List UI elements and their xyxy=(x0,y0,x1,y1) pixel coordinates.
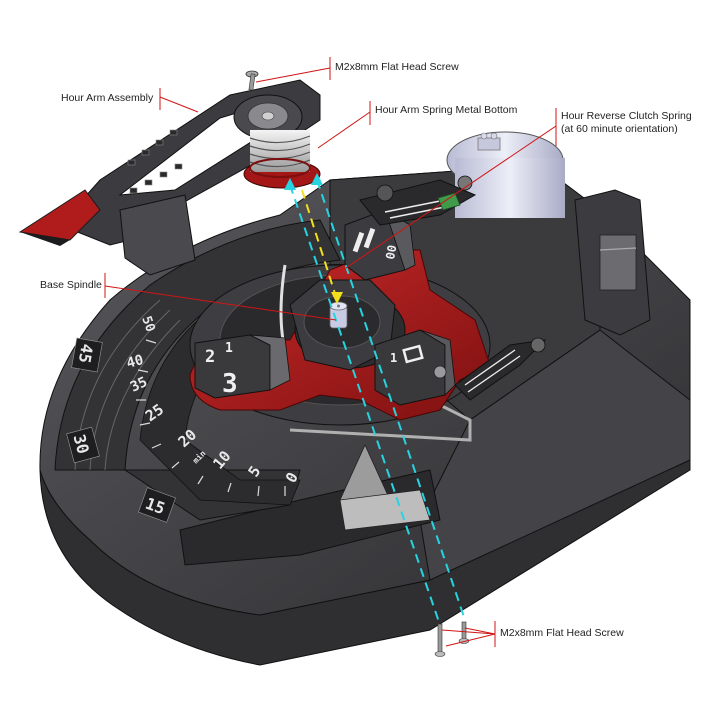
hour-arm-assembly xyxy=(18,79,321,276)
callout-bottom-screws: M2x8mm Flat Head Screw xyxy=(500,627,624,639)
cube-left-main-digit: 3 xyxy=(222,369,238,399)
dial-ticks xyxy=(136,339,286,497)
cube-top-side-digits: 00 xyxy=(383,244,399,261)
outer-ring-labels: 15 30 45 xyxy=(66,337,176,523)
hour-cube-right: 1 xyxy=(374,329,456,406)
clutch-green-pad xyxy=(437,192,461,211)
hour-cube-left: 2 1 3 xyxy=(194,334,291,399)
arrow-up-icon xyxy=(284,178,296,190)
cube-left-top-digit: 2 xyxy=(205,347,215,367)
callout-reverse-clutch-spring: Hour Reverse Clutch Spring (at 60 minute… xyxy=(561,110,692,136)
top-screw xyxy=(245,70,259,91)
motor xyxy=(446,131,565,218)
callout-base-spindle: Base Spindle xyxy=(40,279,102,291)
bottom-screw-1 xyxy=(434,623,446,657)
callout-top-screw: M2x8mm Flat Head Screw xyxy=(335,61,459,73)
reverse-clutch-spring xyxy=(359,175,477,226)
outer-label-45: 45 xyxy=(75,342,97,364)
callout-spring-metal-bottom: Hour Arm Spring Metal Bottom xyxy=(375,104,518,116)
dial-label-35: 35 xyxy=(128,374,150,396)
wire-frame xyxy=(289,398,472,442)
cube-right-digit-zero xyxy=(402,344,424,364)
base-spindle xyxy=(329,301,348,329)
leader-lines xyxy=(104,57,557,647)
axis-arrows xyxy=(284,173,343,304)
cube-screw xyxy=(433,365,447,379)
outer-label-30: 30 xyxy=(70,432,93,456)
cube-right-mark: 1 xyxy=(390,351,397,365)
cube-left-mark: 1 xyxy=(225,341,233,356)
axis-cyan-left xyxy=(289,184,441,626)
callout-hour-arm-assembly: Hour Arm Assembly xyxy=(61,92,154,104)
dial-label-40: 40 xyxy=(125,352,145,372)
arrow-up-icon xyxy=(311,173,323,185)
hour-arm-spring xyxy=(243,130,321,189)
crown-knob xyxy=(574,189,651,336)
callout-reverse-clutch-spring-line1: Hour Reverse Clutch Spring xyxy=(561,110,692,122)
callout-reverse-clutch-spring-line2: (at 60 minute orientation) xyxy=(561,123,678,135)
lower-clutch-spring xyxy=(454,337,547,401)
front-marker xyxy=(339,444,431,531)
hour-arm-pointer xyxy=(18,189,101,241)
dial-label-50: 50 xyxy=(138,314,158,334)
hour-cube-top: 00 xyxy=(344,209,416,281)
axis-cyan-right xyxy=(316,179,466,621)
arrow-down-icon xyxy=(331,292,343,304)
motor-connector xyxy=(477,137,501,151)
axis-yellow xyxy=(301,189,338,301)
assembly-axes xyxy=(289,179,466,626)
bottom-screws xyxy=(434,621,470,657)
